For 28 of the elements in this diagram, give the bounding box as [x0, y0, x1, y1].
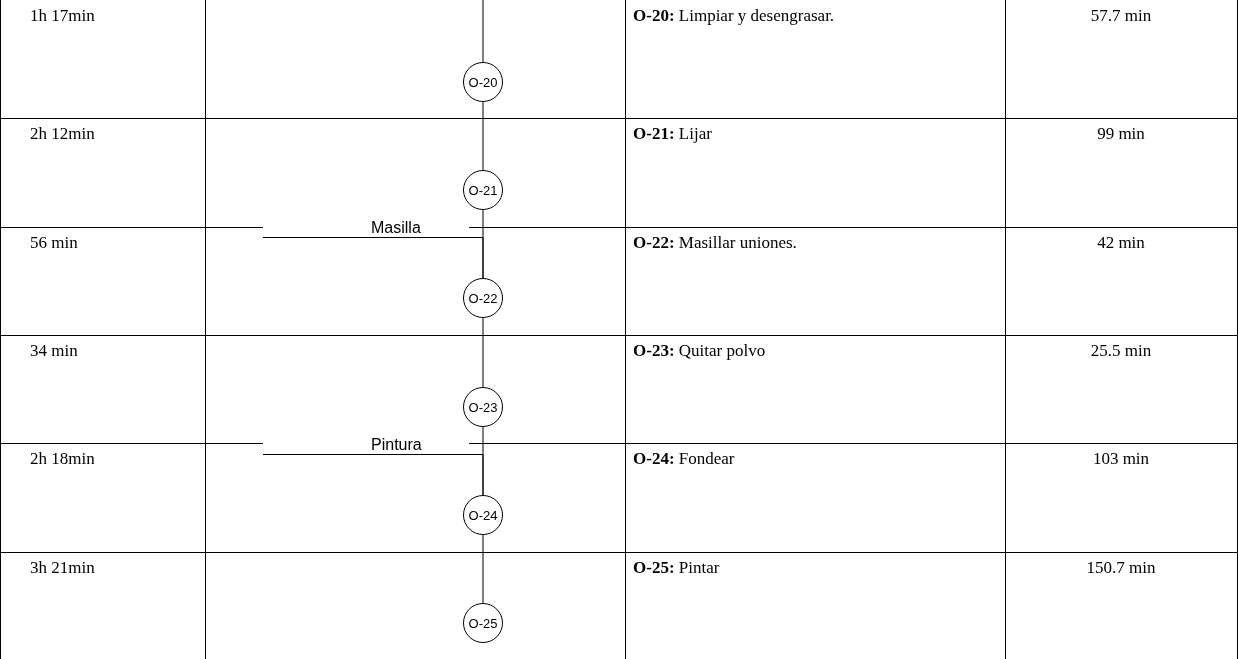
operation-description: O-21: Lijar [633, 124, 712, 144]
operation-circle: O-24 [463, 495, 503, 535]
operation-circle: O-21 [463, 170, 503, 210]
duration-text: 103 min [1091, 449, 1151, 469]
flow-line [482, 101, 484, 171]
time-text: 1h 17min [30, 6, 95, 26]
time-text: 3h 21min [30, 558, 95, 578]
time-text: 56 min [30, 233, 78, 253]
time-text: 34 min [30, 341, 78, 361]
operation-description: O-24: Fondear [633, 449, 735, 469]
operation-circle: O-23 [463, 387, 503, 427]
operation-circle: O-25 [463, 603, 503, 643]
duration-text: 42 min [1096, 233, 1146, 253]
operation-circle: O-22 [463, 278, 503, 318]
time-text: 2h 12min [30, 124, 95, 144]
duration-text: 25.5 min [1089, 341, 1153, 361]
operation-description: O-20: Limpiar y desengrasar. [633, 6, 835, 26]
duration-text: 57.7 min [1089, 6, 1153, 26]
operation-circle: O-20 [463, 62, 503, 102]
operation-description: O-22: Masillar uniones. [633, 233, 797, 253]
time-text: 2h 18min [30, 449, 95, 469]
flow-line [482, 0, 484, 63]
flow-line [482, 534, 484, 604]
operation-description: O-25: Pintar [633, 558, 720, 578]
operation-description: O-23: Quitar polvo [633, 341, 766, 361]
duration-text: 150.7 min [1085, 558, 1157, 578]
flow-line [482, 317, 484, 388]
duration-text: 99 min [1096, 124, 1146, 144]
